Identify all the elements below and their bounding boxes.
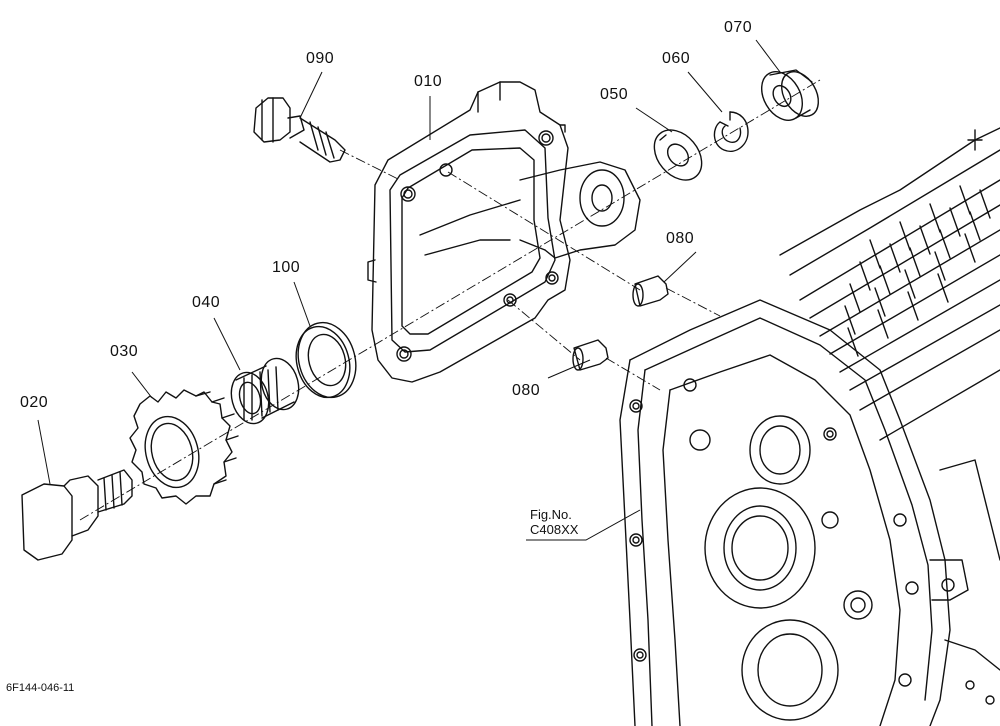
figure-reference: Fig.No. C408XX: [530, 507, 578, 537]
leader-lines: [37, 39, 781, 541]
part-020-shaft: [21, 469, 133, 561]
part-080-pins: [572, 275, 669, 371]
part-070-bushing: [761, 69, 820, 121]
figure-reference-label: Fig.No.: [530, 507, 572, 522]
callout-060: 060: [662, 50, 691, 67]
transmission-housing: [619, 127, 1000, 726]
callout-080-upper: 080: [666, 230, 695, 247]
callout-040: 040: [192, 294, 221, 311]
part-060-snapring: [713, 111, 749, 152]
callout-070: 070: [724, 19, 753, 36]
part-030-gear: [129, 389, 239, 505]
part-100-washer: [295, 321, 357, 399]
part-050-washer: [653, 129, 703, 181]
callout-090: 090: [306, 50, 335, 67]
center-lines: [79, 79, 821, 521]
callout-080-lower: 080: [512, 382, 541, 399]
part-040-bearing: [230, 357, 300, 425]
callout-010: 010: [414, 73, 443, 90]
figure-reference-number: C408XX: [530, 522, 579, 537]
part-090-bolt: [253, 97, 346, 163]
drawing-code: 6F144-046-11: [6, 682, 75, 694]
callout-050: 050: [600, 86, 629, 103]
callout-100: 100: [272, 259, 301, 276]
callout-030: 030: [110, 343, 139, 360]
part-010-cover: [367, 81, 641, 383]
callout-020: 020: [20, 394, 49, 411]
